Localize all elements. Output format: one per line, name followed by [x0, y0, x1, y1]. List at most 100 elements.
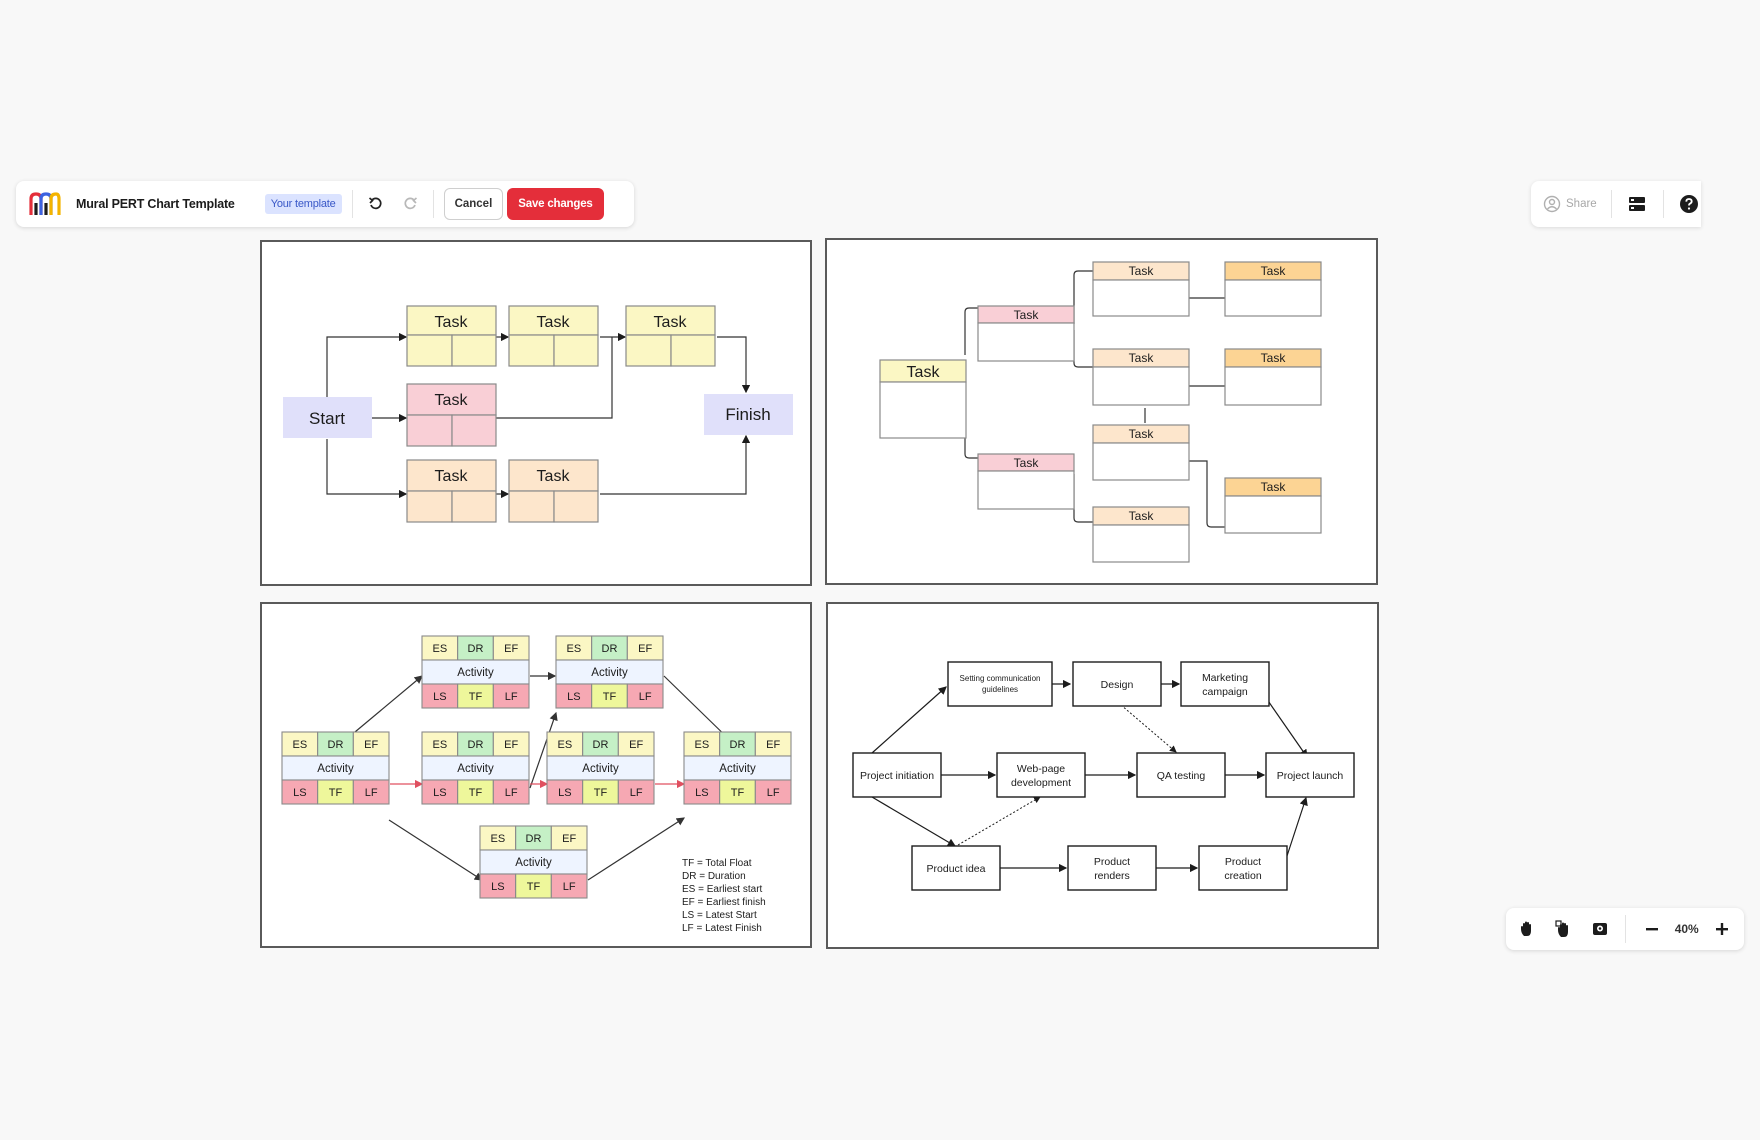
node-project-initiation: Project initiation: [860, 770, 934, 782]
cell-label: ES: [432, 739, 447, 751]
activity-label: Activity: [317, 763, 354, 775]
cell-label: TF: [469, 787, 483, 799]
task-label: Task: [1129, 509, 1155, 523]
cell-label: DR: [328, 739, 344, 751]
zoom-level[interactable]: 40%: [1674, 922, 1699, 936]
legend-item: LF = Latest Finish: [682, 923, 762, 934]
cell-label: EF: [629, 739, 643, 751]
task-label: Task: [654, 314, 688, 331]
cell-label: LF: [630, 787, 643, 799]
save-changes-button[interactable]: Save changes: [507, 188, 604, 220]
node-setting-communication-line2: guidelines: [982, 685, 1018, 694]
cell-label: ES: [566, 643, 581, 655]
cell-label: TF: [527, 881, 541, 893]
cell-label: LF: [505, 787, 518, 799]
map-button[interactable]: [1587, 916, 1613, 942]
undo-button[interactable]: [363, 191, 389, 217]
cell-label: EF: [562, 833, 576, 845]
pert-diagram-2: Task Task Task Task Task Task Task Task: [879, 261, 1322, 563]
map-icon: [1593, 923, 1608, 935]
node-setting-communication-line1: Setting communication: [960, 674, 1041, 683]
zoom-in-button[interactable]: [1709, 916, 1735, 942]
activity-label: Activity: [582, 763, 619, 775]
task-label: Task: [1129, 427, 1155, 441]
share-button[interactable]: Share: [1543, 195, 1597, 213]
start-node: Start: [309, 409, 345, 428]
zoom-toolbar: 40%: [1506, 908, 1744, 950]
toolbar-divider: [1625, 915, 1627, 943]
top-right-toolbar: Share: [1531, 181, 1701, 227]
redo-icon: [404, 197, 417, 210]
template-frame-1[interactable]: Start Finish Task Task Task Task Task Ta…: [260, 240, 812, 586]
task-label: Task: [1129, 351, 1155, 365]
node-design: Design: [1101, 679, 1134, 691]
cell-label: DR: [593, 739, 609, 751]
task-label: Task: [537, 468, 571, 485]
node-product-creation-line1: Product: [1225, 856, 1261, 868]
task-label-main: Task: [907, 364, 941, 381]
cell-label: LS: [695, 787, 708, 799]
cell-label: EF: [504, 643, 518, 655]
activity-label: Activity: [719, 763, 756, 775]
cell-label: LS: [433, 691, 446, 703]
cell-label: ES: [292, 739, 307, 751]
cell-label: ES: [490, 833, 505, 845]
cell-label: LS: [558, 787, 571, 799]
cancel-button[interactable]: Cancel: [443, 188, 504, 220]
cell-label: ES: [694, 739, 709, 751]
cell-label: DR: [468, 643, 484, 655]
legend-item: LS = Latest Start: [682, 910, 757, 921]
cell-label: LS: [293, 787, 306, 799]
help-button[interactable]: [1678, 191, 1701, 217]
pert-diagram-1: Start Finish Task Task Task Task Task Ta…: [283, 305, 793, 523]
node-webpage-line2: development: [1011, 777, 1071, 789]
redo-button[interactable]: [397, 191, 423, 217]
task-label: Task: [537, 314, 571, 331]
cell-label: LF: [767, 787, 780, 799]
cell-label: ES: [557, 739, 572, 751]
share-user-icon: [1543, 195, 1561, 213]
activity-label: Activity: [591, 667, 628, 679]
cell-label: LF: [563, 881, 576, 893]
node-product-creation-line2: creation: [1224, 870, 1262, 882]
legend-item: TF = Total Float: [682, 858, 752, 869]
undo-icon: [368, 197, 382, 210]
share-label: Share: [1566, 198, 1597, 210]
cell-label: LS: [567, 691, 580, 703]
task-label: Task: [435, 314, 469, 331]
activity-label: Activity: [515, 857, 552, 869]
mural-logo-icon[interactable]: [28, 191, 62, 217]
cell-label: DR: [526, 833, 542, 845]
node-project-launch: Project launch: [1277, 770, 1344, 782]
task-label: Task: [435, 392, 469, 409]
template-frame-4[interactable]: Setting communication guidelines Design …: [826, 602, 1379, 949]
cell-label: TF: [603, 691, 617, 703]
select-tool-button[interactable]: [1551, 916, 1577, 942]
cell-label: TF: [594, 787, 608, 799]
toolbar-divider: [1662, 190, 1664, 218]
cell-label: DR: [730, 739, 746, 751]
cell-label: TF: [329, 787, 343, 799]
select-hand-icon: [1555, 920, 1569, 937]
cell-label: EF: [638, 643, 652, 655]
node-product-idea: Product idea: [927, 863, 986, 875]
layout-panel-button[interactable]: [1626, 191, 1649, 217]
template-frame-2[interactable]: Task Task Task Task Task Task Task Task: [825, 238, 1378, 585]
cell-label: EF: [504, 739, 518, 751]
task-label: Task: [1261, 264, 1287, 278]
cell-label: DR: [602, 643, 618, 655]
pert-diagram-4: Setting communication guidelines Design …: [852, 661, 1355, 891]
zoom-in-icon: [1715, 923, 1728, 935]
activity-label: Activity: [457, 763, 494, 775]
node-product-renders-line1: Product: [1094, 856, 1130, 868]
template-title: Mural PERT Chart Template: [76, 197, 235, 211]
zoom-out-button[interactable]: [1639, 916, 1665, 942]
cell-label: EF: [766, 739, 780, 751]
hand-tool-button[interactable]: [1515, 916, 1541, 942]
